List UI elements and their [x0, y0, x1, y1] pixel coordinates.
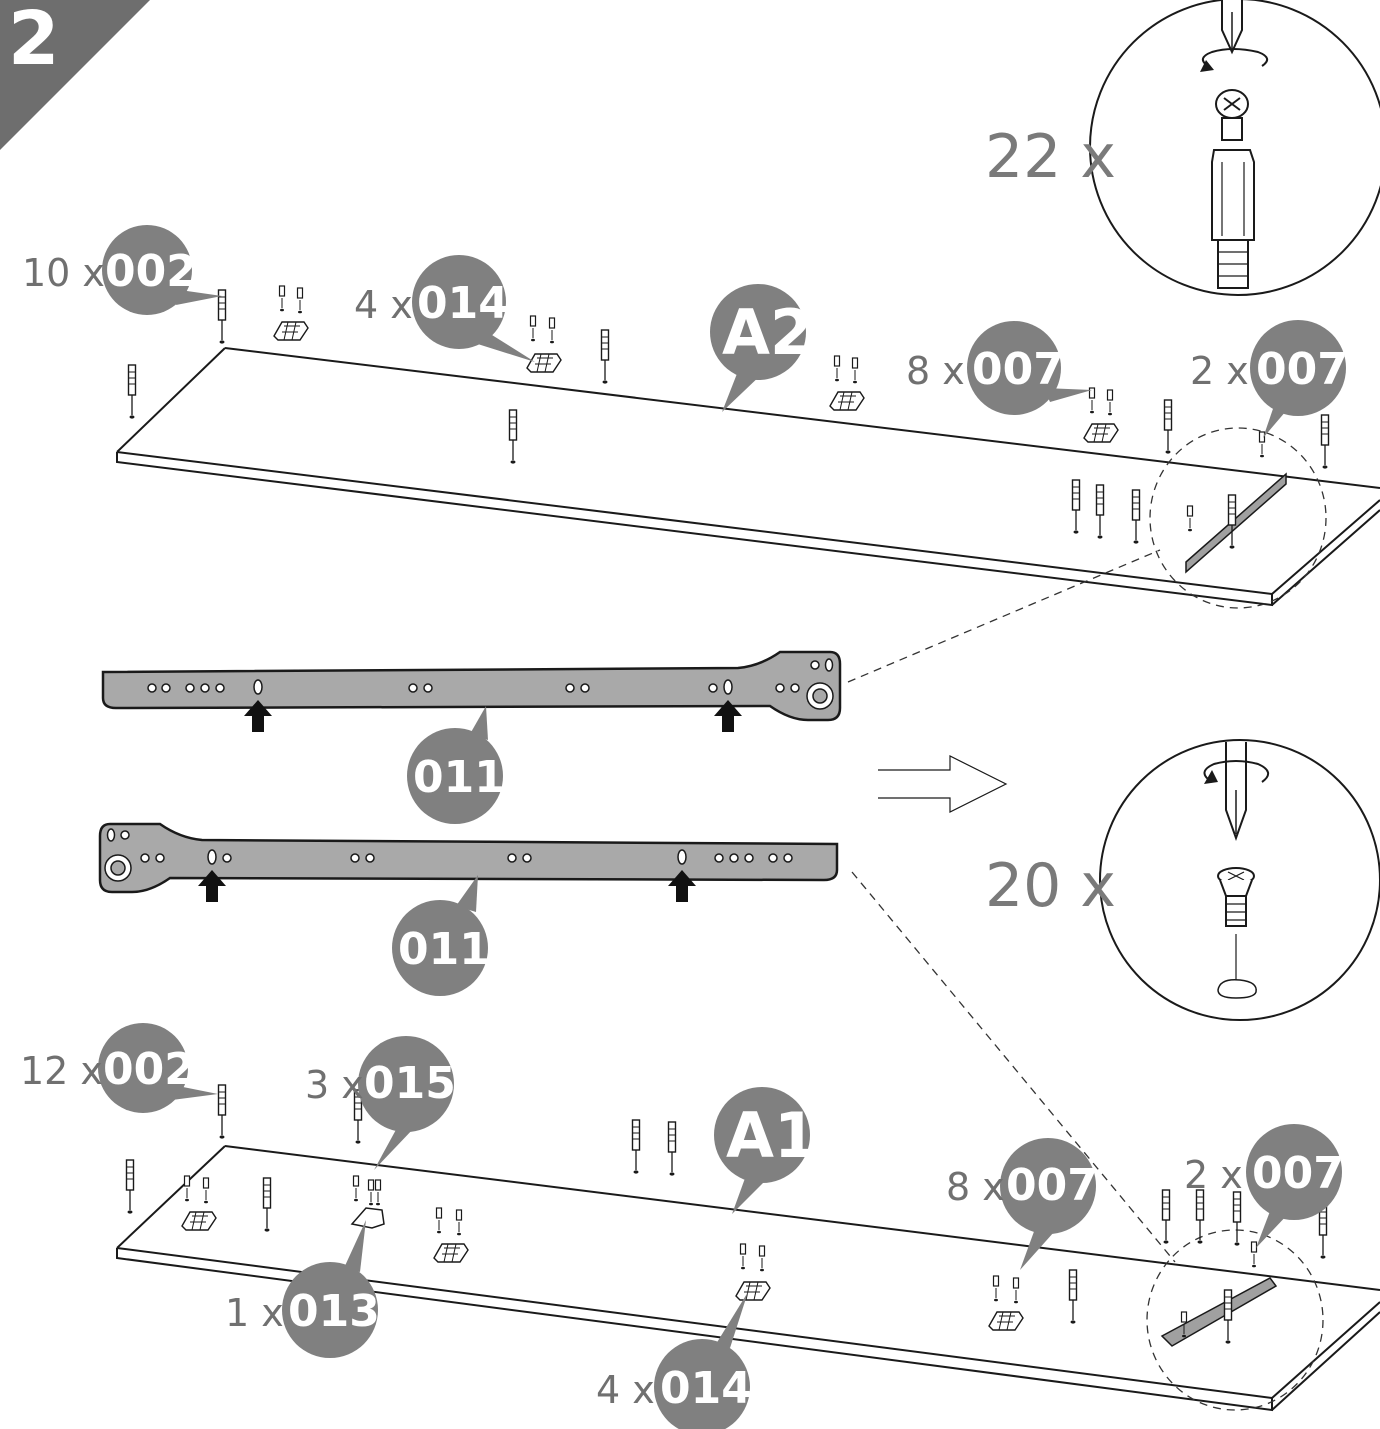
step-number: 2: [8, 0, 60, 82]
callout-lower-5-part: 007: [1006, 1160, 1098, 1211]
callout-lower-3-part: 013: [288, 1286, 380, 1337]
callout-upper-3-part: 007: [972, 344, 1064, 395]
callout-lower-1-count: 12 x: [20, 1049, 103, 1093]
bubbles: [98, 225, 1346, 1429]
callout-lower-2-part: 015: [364, 1058, 456, 1109]
detail-cam-dowel: 22 x: [985, 0, 1380, 296]
cam-dowel-icon: [1211, 89, 1255, 289]
detail-leader-lower: [851, 871, 1176, 1263]
callout-upper-2-part: 014: [417, 278, 509, 329]
callout-upper-1-count: 10 x: [22, 251, 105, 295]
callout-lower-4-part: 014: [660, 1363, 752, 1414]
rail-lower-part: 011: [398, 924, 490, 975]
screwdriver-icon: [1225, 742, 1247, 841]
callout-lower-1-part: 002: [103, 1044, 195, 1095]
callout-lower-6-count: 2 x: [1184, 1153, 1243, 1197]
rail-upper: [101, 650, 842, 732]
push-arrow-icon: [244, 700, 272, 732]
rotate-arrow-icon: [1203, 760, 1269, 784]
rail-upper-part: 011: [413, 752, 505, 803]
callout-upper-1-part: 002: [105, 246, 197, 297]
callout-upper-3-count: 8 x: [906, 349, 965, 393]
detail-top-count: 22 x: [985, 122, 1116, 192]
rotate-arrow-icon: [1200, 48, 1269, 72]
panel-a1-label: A1: [726, 1099, 817, 1172]
step-badge: 2: [0, 0, 150, 150]
screwdriver-icon: [1221, 0, 1243, 55]
push-arrow-icon: [198, 870, 226, 902]
callout-lower-2-count: 3 x: [305, 1063, 364, 1107]
callout-lower-5-count: 8 x: [946, 1165, 1005, 1209]
hollow-arrow-icon: [878, 755, 1008, 813]
detail-screw: 20 x: [985, 739, 1380, 1021]
panel-a1: [116, 1084, 1380, 1412]
detail-bottom-count: 20 x: [985, 851, 1116, 921]
panel-a2: [116, 285, 1380, 609]
push-arrow-icon: [668, 870, 696, 902]
callout-upper-4-count: 2 x: [1190, 349, 1249, 393]
push-arrow-icon: [714, 700, 742, 732]
callout-lower-6-part: 007: [1252, 1148, 1344, 1199]
callout-upper-2-count: 4 x: [354, 283, 413, 327]
rail-lower: [98, 822, 839, 902]
screw-icon: [1217, 867, 1257, 999]
panel-a2-label: A2: [722, 296, 813, 369]
callout-upper-4-part: 007: [1256, 344, 1348, 395]
callout-lower-3-count: 1 x: [225, 1291, 284, 1335]
callout-lower-4-count: 4 x: [596, 1368, 655, 1412]
detail-leader-upper: [847, 549, 1161, 683]
